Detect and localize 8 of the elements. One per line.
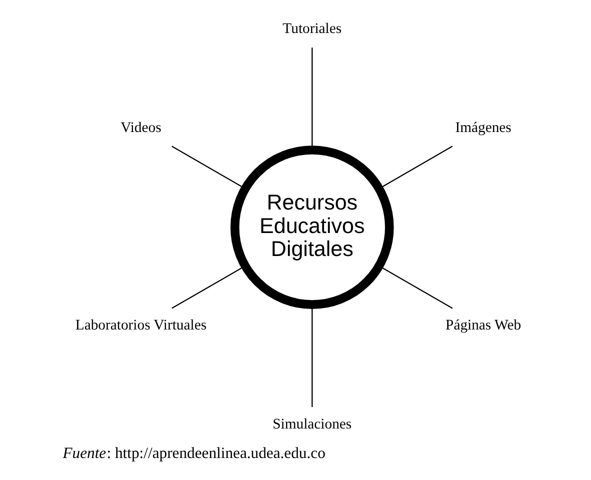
- node-text: Simulaciones: [272, 416, 352, 432]
- node-text: Videos: [120, 120, 161, 136]
- caption: Fuente: http://aprendeenlinea.udea.edu.co: [62, 444, 325, 462]
- node-text: Imágenes: [454, 120, 511, 136]
- node-text: Tutoriales: [282, 21, 342, 38]
- node-circle: Recursos Educativos Digitales: [230, 146, 394, 309]
- node-text: Páginas Web: [445, 318, 521, 334]
- node-text: Laboratorios Virtuales: [74, 318, 206, 334]
